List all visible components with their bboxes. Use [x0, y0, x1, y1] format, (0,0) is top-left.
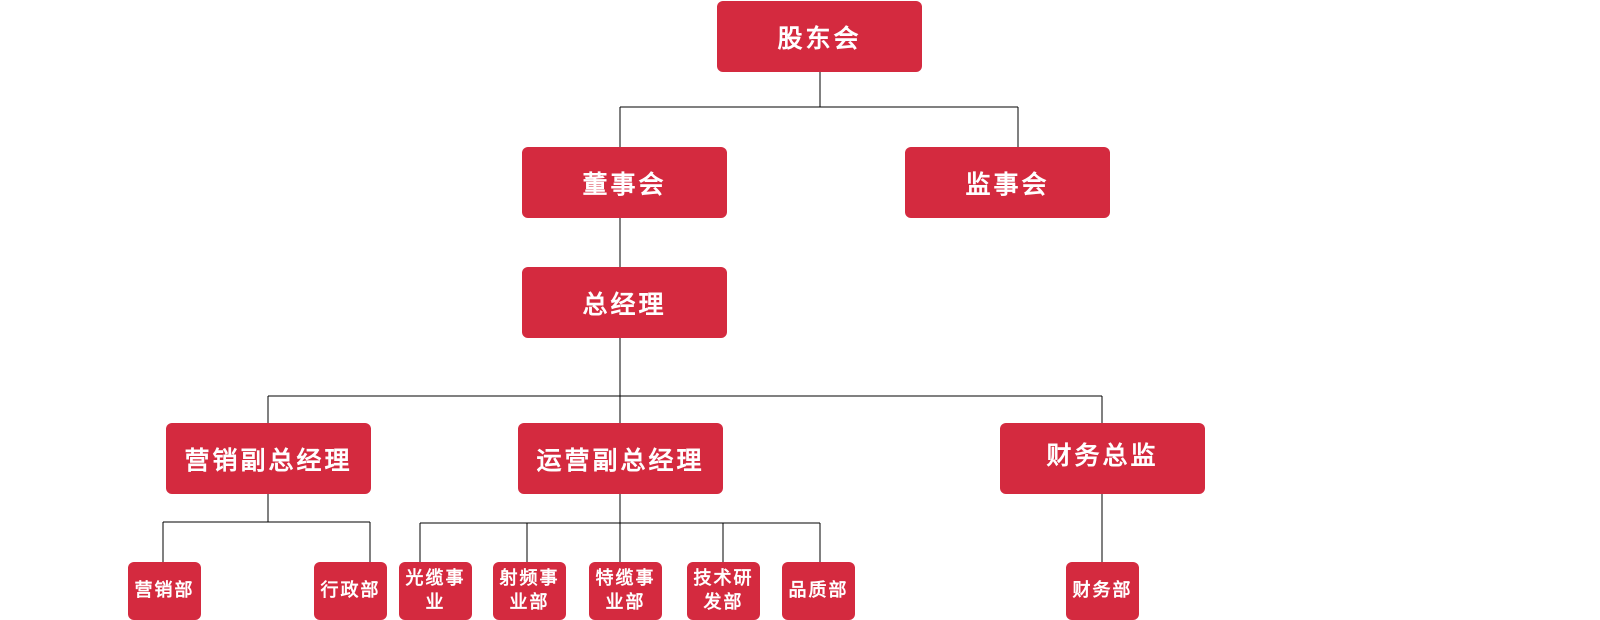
node-marketing-vp: 营销副总经理: [166, 423, 371, 494]
node-board: 董事会: [522, 147, 727, 218]
node-special-cable-division: 特缆事业部: [589, 562, 662, 620]
node-general-manager: 总经理: [522, 267, 727, 338]
node-admin-dept: 行政部: [314, 562, 387, 620]
node-finance-director: 财务总监: [1000, 423, 1205, 494]
node-finance-dept: 财务部: [1066, 562, 1139, 620]
node-marketing-dept: 营销部: [128, 562, 201, 620]
node-rd-dept: 技术研发部: [687, 562, 760, 620]
node-rf-division: 射频事业部: [493, 562, 566, 620]
node-shareholders: 股东会: [717, 1, 922, 72]
node-quality-dept: 品质部: [782, 562, 855, 620]
node-operations-vp: 运营副总经理: [518, 423, 723, 494]
node-optical-cable-division: 光缆事业: [399, 562, 472, 620]
node-supervisors: 监事会: [905, 147, 1110, 218]
